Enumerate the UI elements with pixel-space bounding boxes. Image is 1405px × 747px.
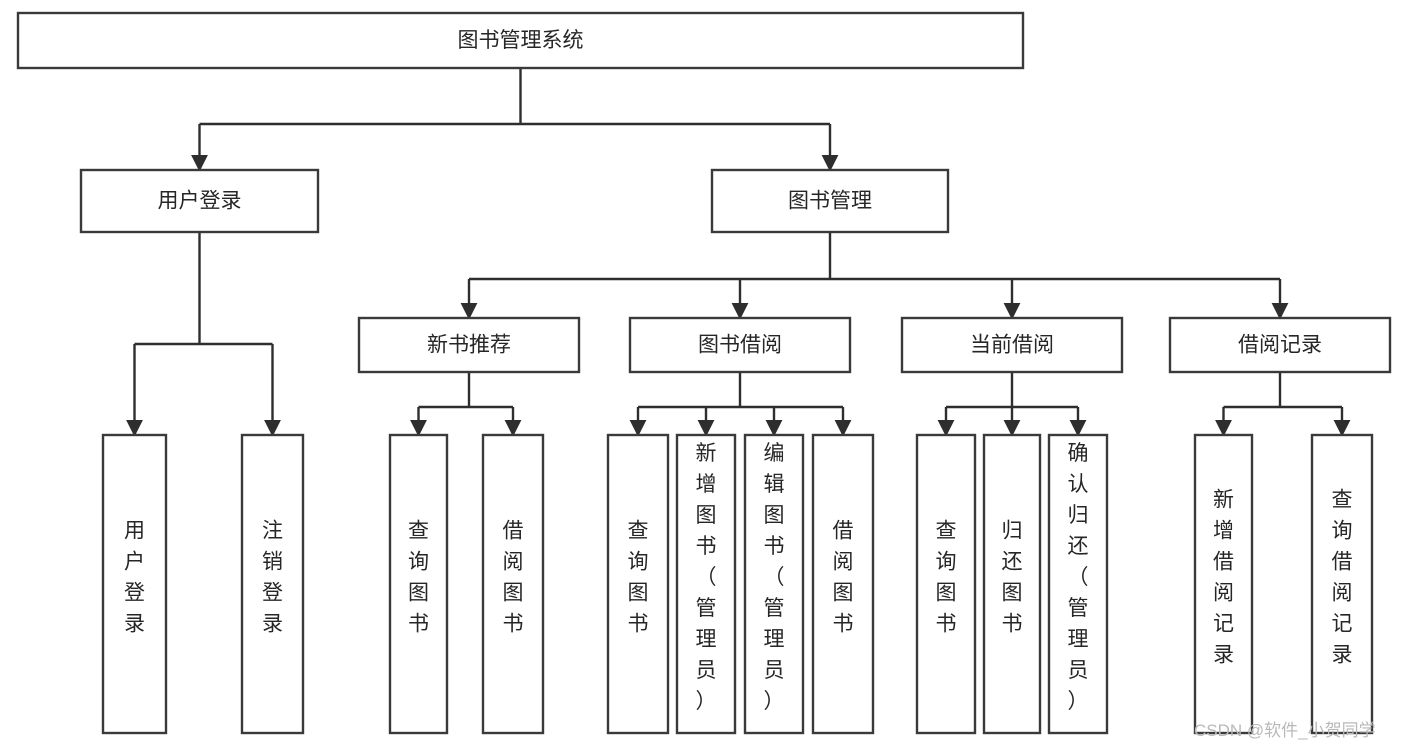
- node-label: 确认归还（管理员）: [1068, 442, 1089, 713]
- node-box: [101, 433, 168, 735]
- node-box: [628, 316, 852, 374]
- node-label: 查询图书: [936, 520, 957, 636]
- watermark-text: CSDN @软件_小贺同学: [1194, 721, 1376, 740]
- node-label: 用户登录: [158, 190, 242, 213]
- edge-group-borrow-record: [1215, 372, 1351, 437]
- node-box: [388, 433, 449, 735]
- node-box: [1168, 316, 1392, 374]
- node-box: [481, 433, 545, 735]
- node-leaf-add-book[interactable]: 新增图书（管理员）: [675, 433, 737, 735]
- node-box: [606, 433, 670, 735]
- node-leaf-query-book-3[interactable]: 查询图书: [915, 433, 977, 735]
- edge-group-user-login: [126, 232, 281, 437]
- node-box: [900, 316, 1124, 374]
- node-box: [743, 433, 805, 735]
- node-leaf-confirm-return[interactable]: 确认归还（管理员）: [1047, 433, 1109, 735]
- edge-group-new-book-recommend: [410, 372, 522, 437]
- node-label: 图书管理系统: [458, 29, 584, 52]
- node-box: [357, 316, 581, 374]
- node-label: 当前借阅: [970, 334, 1054, 357]
- node-label: 查询借阅记录: [1332, 489, 1353, 667]
- node-box: [1310, 433, 1374, 735]
- node-label: 新书推荐: [427, 334, 511, 357]
- node-borrow-record[interactable]: 借阅记录: [1168, 316, 1392, 374]
- node-leaf-borrow-book-1[interactable]: 借阅图书: [481, 433, 545, 735]
- node-leaf-borrow-book-2[interactable]: 借阅图书: [811, 433, 875, 735]
- node-leaf-query-book-1[interactable]: 查询图书: [388, 433, 449, 735]
- node-user-login[interactable]: 用户登录: [79, 168, 320, 234]
- node-new-book-recommend[interactable]: 新书推荐: [357, 316, 581, 374]
- node-box: [16, 11, 1025, 70]
- node-leaf-logout[interactable]: 注销登录: [240, 433, 305, 735]
- node-box: [1047, 433, 1109, 735]
- node-leaf-query-record[interactable]: 查询借阅记录: [1310, 433, 1374, 735]
- node-box: [240, 433, 305, 735]
- node-label: 借阅图书: [503, 520, 524, 636]
- node-label: 新增图书（管理员）: [696, 442, 717, 713]
- node-leaf-add-record[interactable]: 新增借阅记录: [1193, 433, 1254, 735]
- node-box: [675, 433, 737, 735]
- node-current-borrow[interactable]: 当前借阅: [900, 316, 1124, 374]
- edge-group-current-borrow: [937, 372, 1087, 437]
- node-leaf-edit-book[interactable]: 编辑图书（管理员）: [743, 433, 805, 735]
- node-box: [915, 433, 977, 735]
- node-box: [710, 168, 950, 234]
- node-box: [1193, 433, 1254, 735]
- node-label: 图书管理: [788, 190, 872, 213]
- node-label: 图书借阅: [698, 334, 782, 357]
- node-book-borrow[interactable]: 图书借阅: [628, 316, 852, 374]
- node-label: 归还图书: [1002, 520, 1023, 636]
- node-leaf-return-book[interactable]: 归还图书: [982, 433, 1042, 735]
- node-book-manage[interactable]: 图书管理: [710, 168, 950, 234]
- node-box: [811, 433, 875, 735]
- edge-layer: [126, 68, 1351, 437]
- edge-group-book-borrow: [629, 372, 852, 437]
- edge-group-book-manage: [460, 232, 1289, 320]
- node-label: 查询图书: [408, 520, 429, 636]
- node-root[interactable]: 图书管理系统: [16, 11, 1025, 70]
- node-label: 用户登录: [124, 520, 145, 636]
- node-label: 注销登录: [262, 520, 283, 636]
- node-label: 查询图书: [628, 520, 649, 636]
- node-box: [982, 433, 1042, 735]
- edge-group-root: [191, 68, 839, 172]
- node-leaf-user-login[interactable]: 用户登录: [101, 433, 168, 735]
- node-label: 借阅记录: [1238, 334, 1322, 357]
- node-label: 借阅图书: [833, 520, 854, 636]
- node-layer: 图书管理系统用户登录图书管理新书推荐图书借阅当前借阅借阅记录用户登录注销登录查询…: [16, 11, 1392, 735]
- node-label: 新增借阅记录: [1213, 489, 1234, 667]
- node-label: 编辑图书（管理员）: [764, 442, 785, 713]
- node-box: [79, 168, 320, 234]
- node-leaf-query-book-2[interactable]: 查询图书: [606, 433, 670, 735]
